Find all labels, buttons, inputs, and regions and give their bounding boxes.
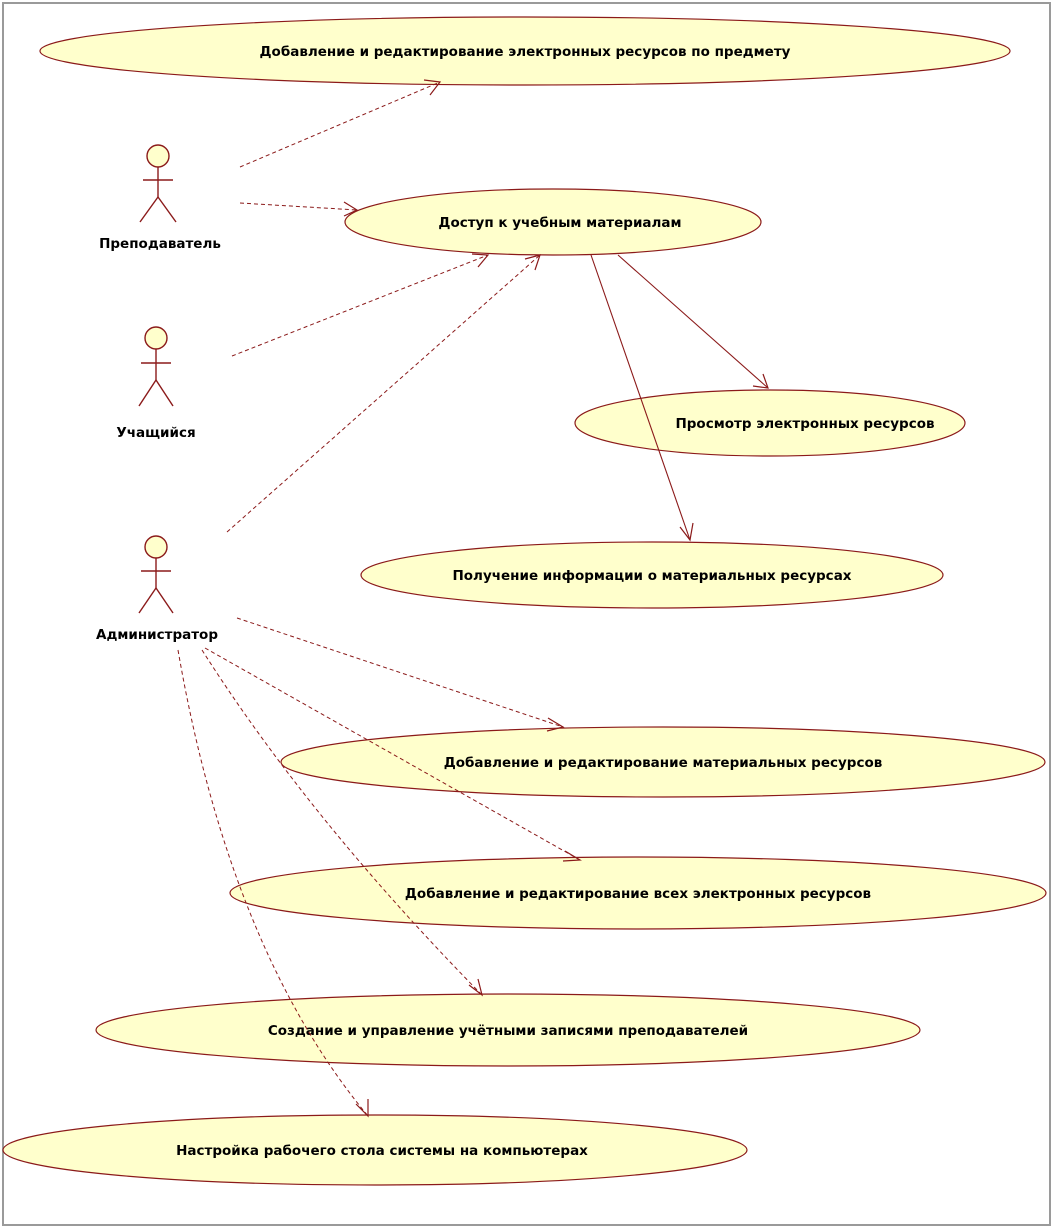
relation-admin-add-edit-all (204, 647, 582, 862)
actor-head-icon (144, 326, 168, 350)
usecase-label: Настройка рабочего стола системы на комп… (176, 1143, 588, 1159)
actor-head-icon (146, 144, 170, 168)
actor-head-icon (144, 535, 168, 559)
usecase-view-resources[interactable]: Просмотр электронных ресурсов (574, 389, 966, 457)
relation-admin-access (226, 254, 541, 533)
usecase-label: Просмотр электронных ресурсов (675, 416, 934, 432)
relation-admin-manage-accounts (201, 649, 484, 997)
actor-student[interactable]: Учащийся (116, 326, 196, 441)
actor-teacher[interactable]: Преподаватель (99, 144, 221, 252)
usecase-access-materials[interactable]: Доступ к учебным материалам (344, 188, 762, 256)
usecase-label: Получение информации о материальных ресу… (452, 568, 851, 584)
usecase-manage-teacher-accounts[interactable]: Создание и управление учётными записями … (95, 993, 921, 1067)
relation-access-info (590, 254, 694, 542)
usecase-add-edit-material-resources[interactable]: Добавление и редактирование материальных… (280, 726, 1046, 798)
usecase-label: Доступ к учебным материалам (438, 215, 681, 231)
relation-student-access (231, 253, 490, 357)
usecase-add-edit-all-resources[interactable]: Добавление и редактирование всех электро… (229, 856, 1047, 930)
actor-label: Преподаватель (99, 236, 221, 252)
actor-label: Учащийся (116, 425, 195, 441)
usecase-label: Создание и управление учётными записями … (268, 1023, 748, 1039)
relation-teacher-access (239, 201, 359, 217)
usecase-label: Добавление и редактирование материальных… (444, 755, 883, 771)
actor-label: Администратор (96, 627, 218, 643)
actor-admin[interactable]: Администратор (96, 535, 218, 643)
relation-access-view (617, 254, 769, 389)
usecase-add-edit-subject-resources[interactable]: Добавление и редактирование электронных … (39, 16, 1011, 86)
relation-admin-add-edit-material (236, 617, 565, 732)
relation-teacher-add-edit-subject (239, 79, 442, 168)
relation-admin-configure-desktop (177, 649, 369, 1118)
usecase-label: Добавление и редактирование всех электро… (405, 886, 871, 902)
usecase-get-material-info[interactable]: Получение информации о материальных ресу… (360, 541, 944, 609)
usecase-label: Добавление и редактирование электронных … (260, 44, 791, 60)
usecase-configure-desktop[interactable]: Настройка рабочего стола системы на комп… (2, 1114, 748, 1186)
